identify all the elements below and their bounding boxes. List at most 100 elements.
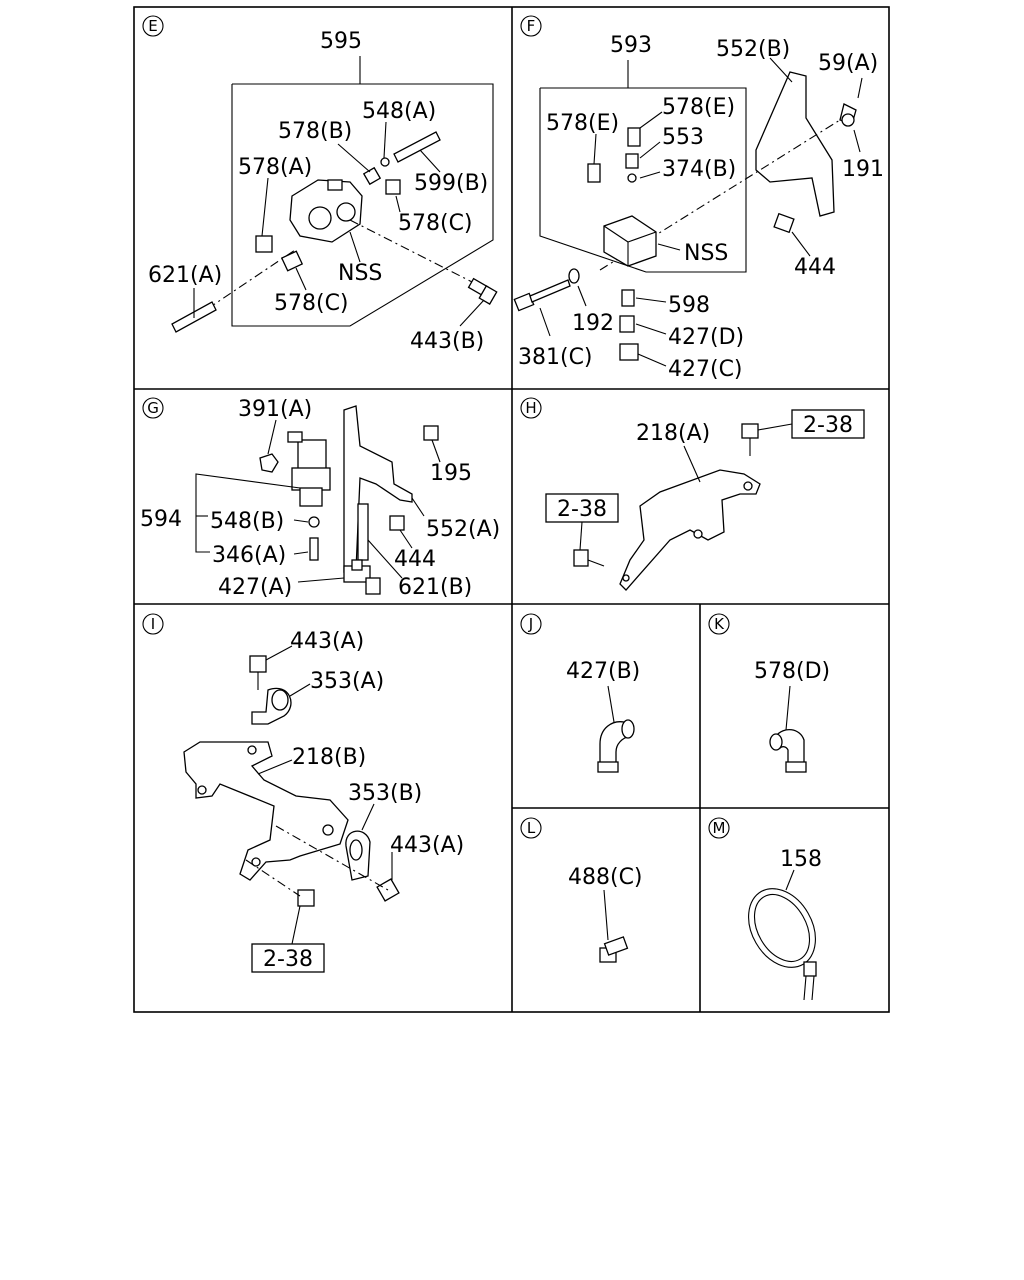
label-427d: 427(D)	[668, 325, 744, 350]
label-443a-1: 443(A)	[290, 629, 364, 654]
ref-label-i[interactable]: 2-38	[263, 947, 313, 972]
panel-m: M 158	[708, 817, 822, 1001]
assembly-outline-595	[231, 83, 494, 327]
label-353b: 353(B)	[348, 781, 422, 806]
bolt-443b	[467, 277, 498, 305]
tube-599b	[393, 131, 441, 163]
label-443a-2: 443(A)	[390, 833, 464, 858]
fitting-578c-1	[385, 179, 401, 195]
fitting-578e-1	[587, 163, 601, 183]
label-191: 191	[842, 157, 884, 182]
bolt-444-f	[773, 212, 795, 234]
section-marker-k: K	[708, 613, 730, 635]
label-nss-f: NSS	[684, 241, 728, 266]
panel-g: G 391(A)	[140, 397, 500, 600]
solenoid-valve	[287, 431, 331, 507]
label-548a: 548(A)	[362, 99, 436, 124]
label-553: 553	[662, 125, 704, 150]
label-621b: 621(B)	[398, 575, 472, 600]
label-594: 594	[140, 507, 182, 532]
label-621a: 621(A)	[148, 263, 222, 288]
label-598: 598	[668, 293, 710, 318]
ring-548b	[308, 516, 320, 528]
section-marker-m: M	[708, 817, 730, 839]
fitting-578c-2	[280, 250, 304, 272]
fitting-578b	[362, 166, 382, 186]
label-346a: 346(A)	[212, 543, 286, 568]
bolt-381c	[513, 279, 571, 312]
label-578a: 578(A)	[238, 155, 312, 180]
section-letter-k: K	[714, 615, 725, 633]
fitting-578e-2	[627, 127, 641, 147]
panel-h: H 2-38 2-38 218(A)	[520, 397, 865, 591]
pin-346a	[309, 537, 319, 561]
label-427c: 427(C)	[668, 357, 743, 382]
tube-621b	[357, 503, 369, 561]
bolt-i-bottom	[297, 889, 315, 907]
label-578c-2: 578(C)	[274, 291, 349, 316]
label-599b: 599(B)	[414, 171, 488, 196]
bolt-195	[423, 425, 439, 441]
panel-e: E	[142, 15, 498, 354]
label-nss-e: NSS	[338, 261, 382, 286]
label-444-f: 444	[794, 255, 836, 280]
label-195: 195	[430, 461, 472, 486]
section-letter-e: E	[148, 17, 157, 35]
ref-box-i[interactable]	[251, 943, 325, 973]
washer-191	[841, 113, 855, 127]
label-578c-1: 578(C)	[398, 211, 473, 236]
section-letter-l: L	[527, 819, 536, 837]
panel-i: I 2-38	[142, 613, 464, 973]
bracket-218a	[619, 469, 761, 591]
label-548b: 548(B)	[210, 509, 284, 534]
section-letter-h: H	[525, 399, 536, 417]
label-381c: 381(C)	[518, 345, 593, 370]
label-593: 593	[610, 33, 652, 58]
bracket-552b	[755, 71, 835, 217]
plug-553	[625, 153, 639, 169]
ring-548a	[380, 157, 390, 167]
section-marker-j: J	[520, 613, 542, 635]
section-letter-f: F	[527, 17, 536, 35]
label-552b: 552(B)	[716, 37, 790, 62]
section-marker-l: L	[520, 817, 542, 839]
label-552a: 552(A)	[426, 517, 500, 542]
elbow-578d	[769, 729, 807, 773]
label-427b: 427(B)	[566, 659, 640, 684]
section-letter-m: M	[713, 819, 726, 837]
section-letter-i: I	[151, 615, 155, 633]
elbow-427c	[619, 343, 639, 361]
section-letter-g: G	[147, 399, 159, 417]
label-443b: 443(B)	[410, 329, 484, 354]
clamp-353b	[345, 830, 371, 881]
label-158: 158	[780, 847, 822, 872]
label-488c: 488(C)	[568, 865, 643, 890]
label-444-g: 444	[394, 547, 436, 572]
plug-488c	[599, 936, 629, 963]
section-marker-h: H	[520, 397, 542, 419]
label-192: 192	[572, 311, 614, 336]
panel-l: L 488(C)	[520, 817, 643, 963]
panel-grid	[133, 6, 890, 1013]
ref-box-h-2[interactable]	[545, 493, 619, 523]
ref-label-h-2[interactable]: 2-38	[557, 497, 607, 522]
panel-j: J 427(B)	[520, 613, 640, 773]
ref-label-h-1[interactable]: 2-38	[803, 413, 853, 438]
panel-k: K 578(D)	[708, 613, 830, 773]
fitting-598	[621, 289, 635, 307]
bolt-h-left	[573, 549, 605, 567]
elbow-427b	[597, 719, 635, 773]
ring-374b	[627, 173, 637, 183]
label-391a: 391(A)	[238, 397, 312, 422]
label-427a: 427(A)	[218, 575, 292, 600]
section-letter-j: J	[528, 615, 533, 633]
clamp-353a	[251, 687, 292, 725]
assembly-outline-593	[539, 87, 747, 273]
section-marker-g: G	[142, 397, 164, 419]
label-218b: 218(B)	[292, 745, 366, 770]
bracket-218b	[183, 741, 349, 881]
label-595: 595	[320, 29, 362, 54]
label-578b: 578(B)	[278, 119, 352, 144]
panel-f: F	[513, 15, 884, 382]
label-374b: 374(B)	[662, 157, 736, 182]
